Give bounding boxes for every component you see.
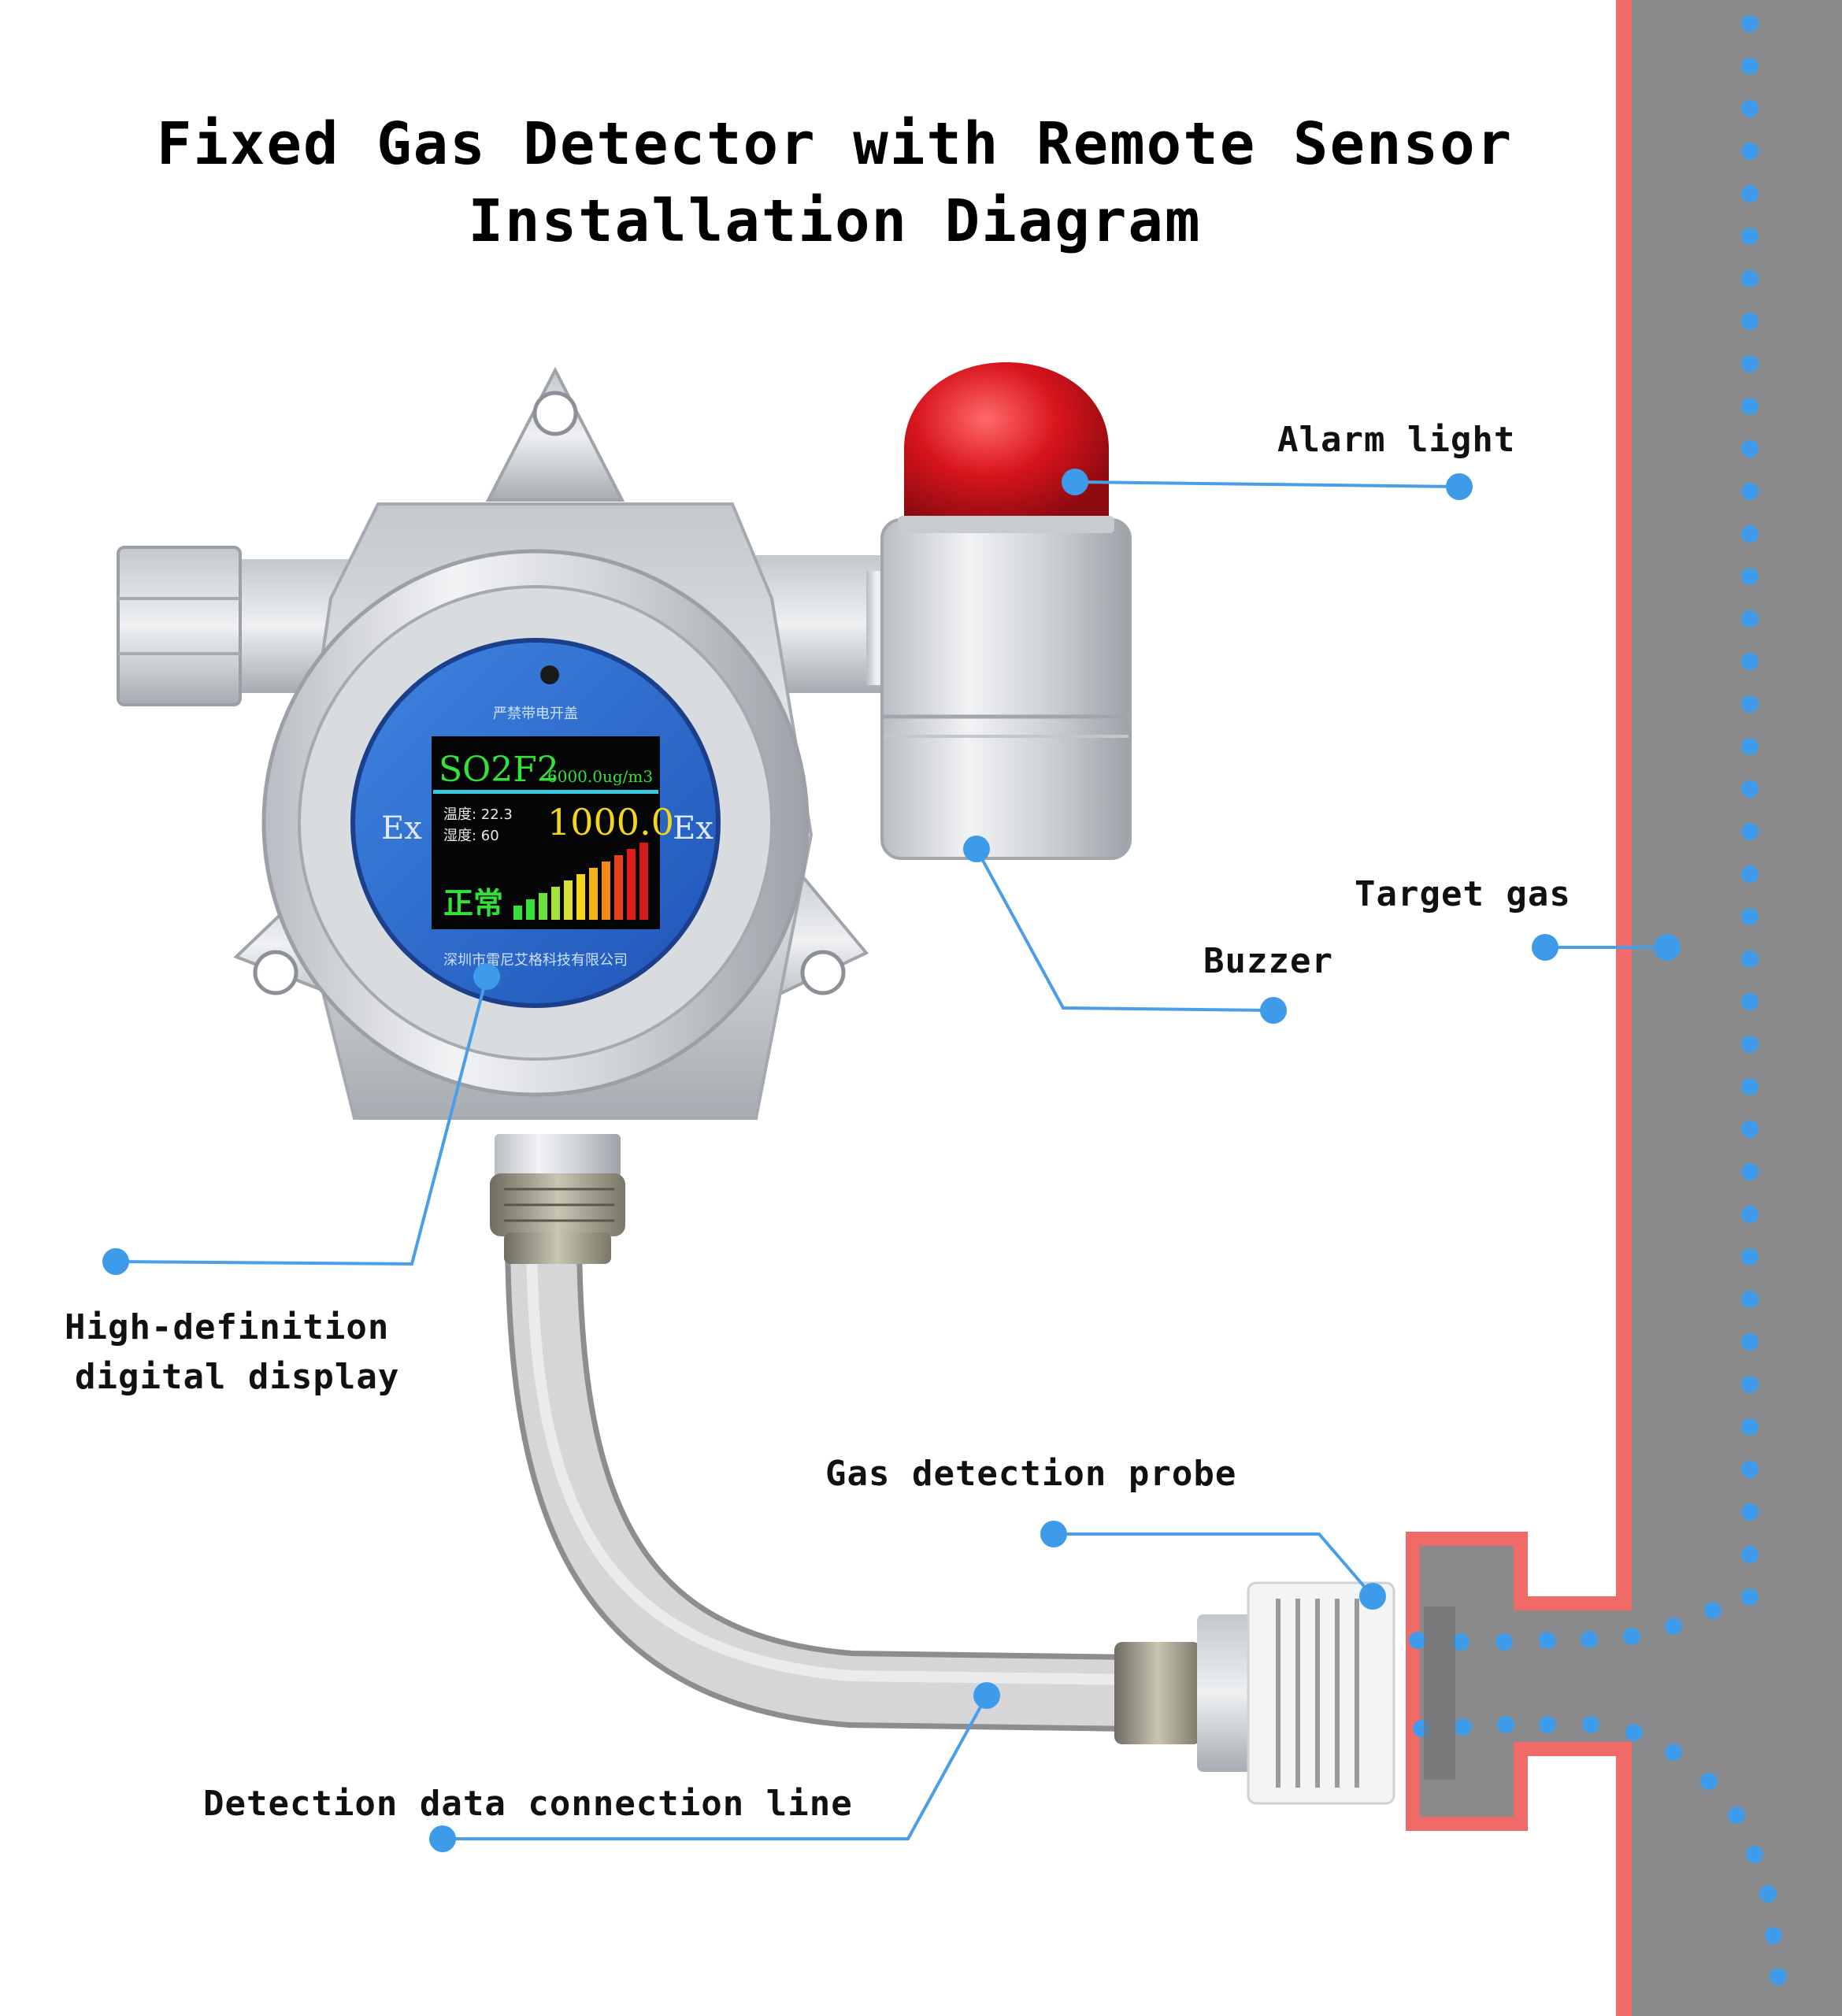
gas-flow-dot	[1741, 610, 1759, 628]
gas-flow-dot	[1741, 738, 1759, 755]
gas-flow-dot	[1741, 1206, 1759, 1223]
cable-gland	[490, 1134, 625, 1264]
gas-flow-dot	[1741, 313, 1759, 330]
display-screen: 严禁带电开盖 Ex Ex SO2F2 6000.0ug/m3 温度: 22.3 …	[381, 706, 713, 969]
gas-flow-dot	[1741, 780, 1759, 798]
gas-flow-dot	[1741, 908, 1759, 925]
gas-flow-dot	[1741, 143, 1759, 160]
gas-flow-dot	[1741, 100, 1759, 117]
gas-flow-dot	[1741, 951, 1759, 968]
gas-flow-dot	[1741, 270, 1759, 287]
gas-flow-dot	[1741, 1248, 1759, 1266]
gas-flow-dot	[1741, 1503, 1759, 1521]
level-bars	[513, 843, 648, 920]
alarm-light	[866, 362, 1132, 860]
gas-flow-dot	[1741, 57, 1759, 75]
label-buzzer: Buzzer	[1203, 941, 1333, 981]
gas-flow-dot	[1741, 653, 1759, 670]
screen-range: 6000.0ug/m3	[547, 767, 653, 786]
screen-company: 深圳市雷尼艾格科技有限公司	[443, 952, 628, 969]
label-target-gas: Target gas	[1355, 874, 1571, 914]
gas-flow-dot	[1741, 1036, 1759, 1053]
screen-ex-left: Ex	[381, 810, 422, 847]
gas-flow-dot	[1741, 1333, 1759, 1351]
gas-flow-dot	[1741, 398, 1759, 415]
gas-flow-dot	[1741, 568, 1759, 585]
label-alarm-light: Alarm light	[1277, 420, 1516, 460]
label-probe: Gas detection probe	[825, 1454, 1237, 1494]
gas-flow-dot	[1741, 440, 1759, 458]
gas-flow-dot	[1741, 865, 1759, 883]
gas-flow-dot	[1741, 1163, 1759, 1180]
gas-flow-dot	[1741, 525, 1759, 543]
gas-flow-dot	[1741, 15, 1759, 32]
screen-ex-right: Ex	[673, 810, 713, 847]
gas-detection-probe	[1114, 1581, 1455, 1805]
gas-flow-dot	[1741, 355, 1759, 372]
gas-flow-dot	[1741, 185, 1759, 202]
gas-flow-dots	[1372, 15, 1787, 1985]
gas-flow-dot	[1741, 1376, 1759, 1393]
callout-dots	[102, 469, 1681, 1852]
screen-temperature: 温度: 22.3	[443, 806, 513, 823]
title-line-2: Installation Diagram	[468, 187, 1202, 255]
gas-flow-dot	[1741, 993, 1759, 1010]
screen-warning: 严禁带电开盖	[493, 706, 578, 722]
gas-flow-dot	[1741, 1078, 1759, 1095]
screen-gas-name: SO2F2	[439, 750, 559, 790]
gas-flow-dot	[1741, 1291, 1759, 1308]
label-display-line-1: High-definition	[65, 1307, 390, 1347]
gas-flow-dot	[1741, 695, 1759, 713]
label-display-line-2: digital display	[75, 1357, 400, 1397]
label-connection-line: Detection data connection line	[203, 1784, 853, 1824]
gas-flow-dot	[1741, 1461, 1759, 1478]
gas-flow-dot	[1741, 1418, 1759, 1436]
callout-lines	[115, 480, 1667, 1840]
pipe-wall	[1406, 0, 1842, 2016]
gas-flow-dot	[1741, 228, 1759, 245]
screen-reading: 1000.0	[547, 801, 674, 843]
gas-flow-dot	[1741, 823, 1759, 840]
gas-flow-dot	[1741, 1588, 1759, 1606]
gas-flow-dot	[1741, 483, 1759, 500]
screen-status: 正常	[443, 886, 503, 921]
screen-humidity: 湿度: 60	[443, 828, 499, 844]
gas-flow-dot	[1741, 1546, 1759, 1563]
gas-flow-dot	[1741, 1121, 1759, 1138]
title-line-1: Fixed Gas Detector with Remote Sensor	[156, 110, 1514, 178]
